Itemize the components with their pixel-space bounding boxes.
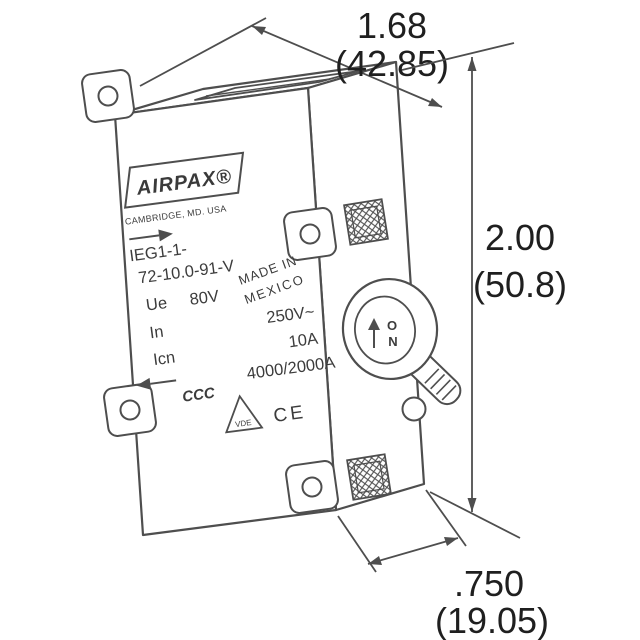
arrowhead-icon	[252, 26, 266, 35]
screw-terminal-lower	[346, 453, 392, 501]
mounting-hole-icon	[299, 223, 321, 245]
screw-terminal-upper	[343, 198, 389, 246]
extension-line	[139, 17, 267, 87]
mounting-ear-right-upper	[283, 207, 337, 261]
mounting-hole-icon	[119, 399, 141, 421]
vde-triangle-icon: VDE	[224, 394, 264, 434]
toggle-switch: O N	[341, 277, 462, 422]
arrow-left-icon	[136, 377, 177, 390]
toggle-face	[354, 295, 416, 365]
arrow-right-icon	[129, 229, 173, 242]
arrowhead-icon	[428, 98, 442, 107]
rating-in-label: In	[149, 323, 165, 343]
up-arrow-icon	[368, 318, 380, 348]
extension-line	[401, 42, 515, 71]
height-millimeters: (50.8)	[473, 264, 567, 305]
dimension-width: 1.68 (42.85)	[139, 5, 449, 108]
mounting-hole-icon	[97, 85, 119, 107]
mounting-ear-bottom-left	[103, 383, 157, 437]
arrowhead-icon	[368, 556, 382, 565]
dimension-line	[251, 25, 443, 108]
breaker-body: O N AIRPAX® CAMBRIDGE, MD. USA IEG1-1- 7…	[81, 60, 462, 537]
height-inches: 2.00	[485, 217, 555, 258]
dimension-line	[367, 537, 459, 565]
toggle-on-label: N	[388, 334, 397, 349]
dimension-depth: .750 (19.05)	[337, 489, 549, 640]
vde-mark: VDE	[235, 418, 252, 429]
dimension-height: 2.00 (50.8)	[401, 42, 567, 539]
extension-line	[429, 491, 521, 539]
arrowhead-icon	[467, 498, 477, 512]
depth-millimeters: (19.05)	[435, 600, 549, 640]
extension-line	[425, 489, 467, 547]
toggle-off-label: O	[387, 318, 397, 333]
mounting-hole-icon	[301, 476, 323, 498]
arrowhead-icon	[467, 57, 477, 71]
rating-icn-label: Icn	[152, 348, 176, 369]
arrowhead-icon	[444, 537, 458, 546]
rating-icn-value: 10A	[288, 330, 319, 352]
width-inches: 1.68	[357, 5, 427, 46]
lever-pivot-hole	[401, 396, 427, 422]
mounting-ear-top-left	[81, 69, 135, 123]
ccc-mark: CCC	[181, 384, 217, 405]
ce-mark: CE	[272, 402, 307, 427]
rating-ue-value: 80V	[189, 287, 220, 309]
rating-ue-label: Ue	[145, 294, 168, 315]
mounting-ear-right-lower	[285, 460, 339, 514]
depth-inches: .750	[454, 563, 524, 604]
